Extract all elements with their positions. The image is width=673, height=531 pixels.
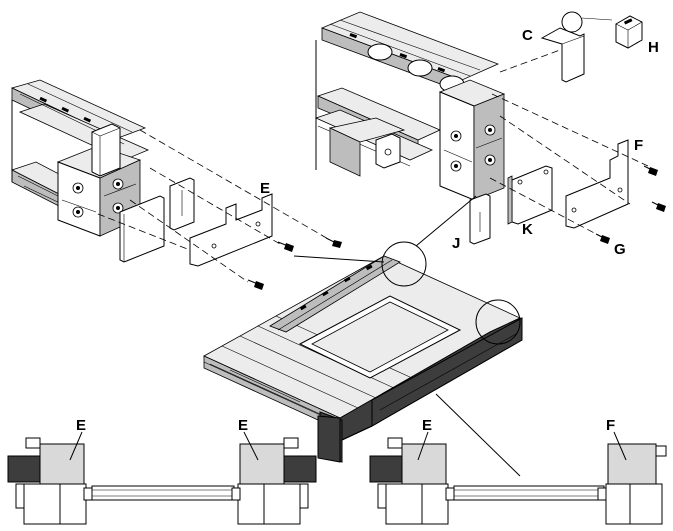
label-f: F bbox=[634, 137, 643, 154]
upper-left-parts bbox=[97, 129, 342, 290]
label-k: K bbox=[522, 221, 533, 238]
bottom-left-assembly bbox=[7, 431, 317, 525]
bolt bbox=[325, 237, 342, 248]
upper-right-parts bbox=[469, 11, 666, 245]
part-c bbox=[540, 27, 585, 83]
central-platform bbox=[203, 255, 523, 463]
label-bottom-left-e: E bbox=[76, 417, 86, 434]
label-c: C bbox=[522, 27, 533, 44]
plate-f bbox=[565, 139, 629, 229]
label-bottom-mid-e: E bbox=[238, 417, 248, 434]
plate-e bbox=[189, 193, 273, 267]
label-bottom-right-f: F bbox=[606, 417, 615, 434]
part-k bbox=[511, 165, 553, 225]
upper-left-frame bbox=[10, 79, 150, 237]
label-g: G bbox=[614, 241, 626, 258]
detail-circle-left bbox=[381, 241, 427, 287]
bolt bbox=[277, 241, 294, 252]
label-bottom-right-e: E bbox=[422, 417, 432, 434]
label-e: E bbox=[260, 180, 270, 197]
part-h bbox=[615, 15, 643, 49]
bolt bbox=[247, 279, 264, 290]
bolt bbox=[595, 233, 610, 244]
upper-right-frame bbox=[314, 11, 506, 201]
bolt bbox=[643, 165, 658, 176]
bottom-right-assembly bbox=[369, 431, 667, 525]
label-j: J bbox=[452, 235, 460, 252]
detail-circle-right bbox=[475, 299, 521, 345]
label-h: H bbox=[648, 39, 659, 56]
bolt bbox=[651, 201, 666, 212]
